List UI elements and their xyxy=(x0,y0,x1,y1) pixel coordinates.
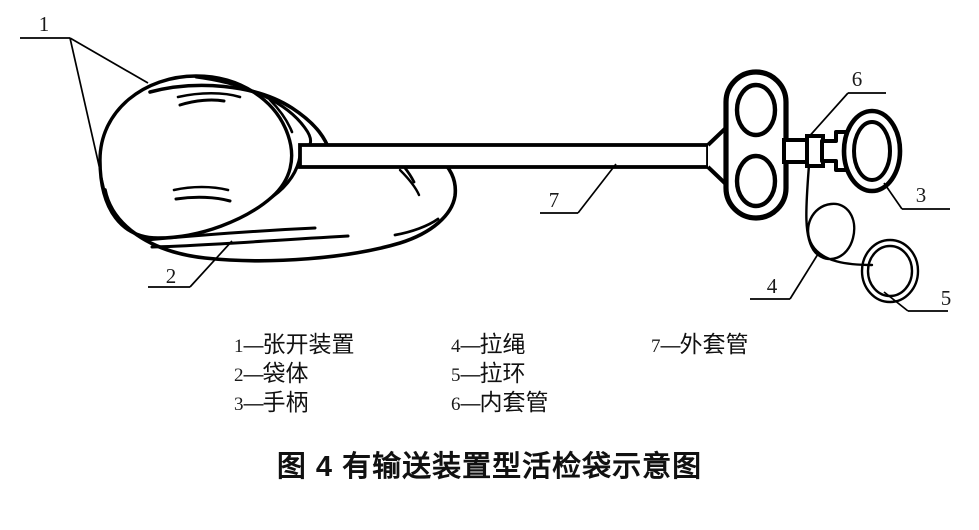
bag-drawstring-upper xyxy=(144,226,317,242)
callout-number-1: 1 xyxy=(39,12,50,36)
bag-crease-lower-right xyxy=(393,217,440,237)
legend-column-1: 1—张开装置 2—袋体 3—手柄 xyxy=(234,330,355,417)
leader-3-diagonal xyxy=(883,182,903,210)
legend-entry-dash: — xyxy=(243,335,264,357)
legend-entry-number: 1 xyxy=(234,336,244,357)
callout-number-4: 4 xyxy=(767,274,778,298)
legend-entry-label: 拉绳 xyxy=(479,331,526,357)
legend-entry: 6—内套管 xyxy=(451,388,549,417)
legend-entry-number: 7 xyxy=(651,336,661,357)
pull-ring-group xyxy=(860,238,920,304)
legend-entry-number: 3 xyxy=(234,394,244,415)
bag-crease-right-3 xyxy=(398,168,421,197)
outer-sheath-shaft xyxy=(298,143,710,169)
handle-finger-loop-lower xyxy=(734,153,778,209)
leader-7-diagonal xyxy=(577,163,617,214)
bag-outline xyxy=(98,74,294,240)
legend-column-2: 4—拉绳 5—拉环 6—内套管 xyxy=(451,330,549,417)
callout-number-5: 5 xyxy=(941,286,952,310)
bag-crease-mid-1 xyxy=(172,185,230,192)
bag-crease-right-1 xyxy=(268,98,294,134)
callout-number-2: 2 xyxy=(166,264,177,288)
legend-entry-label: 手柄 xyxy=(262,389,309,415)
outer-sheath-tube xyxy=(298,143,710,169)
legend-entry-label: 内套管 xyxy=(479,389,549,415)
callout-number-7: 7 xyxy=(549,188,560,212)
pull-ring-inner xyxy=(866,244,914,298)
leader-6-diagonal xyxy=(805,92,849,141)
legend-entry-dash: — xyxy=(243,393,264,415)
bag-crease-top-1 xyxy=(176,91,242,99)
callout-numbers: 1 2 3 4 5 6 7 xyxy=(39,12,952,310)
callout-number-6: 6 xyxy=(852,67,863,91)
leader-2-diagonal xyxy=(189,240,233,288)
legend-entry-label: 张开装置 xyxy=(262,331,355,357)
leader-4-diagonal xyxy=(789,253,819,300)
legend-entry: 4—拉绳 xyxy=(451,330,549,359)
legend: 1—张开装置 2—袋体 3—手柄 4—拉绳 5—拉环 6—内套管 7—外套管 xyxy=(0,330,979,422)
legend-entry-label: 拉环 xyxy=(479,360,526,386)
legend-entry-dash: — xyxy=(243,364,264,386)
bag-upper-fold xyxy=(148,83,332,154)
bag-drawstring-lower xyxy=(150,234,350,249)
pull-cord-path xyxy=(805,163,874,267)
callout-number-3: 3 xyxy=(916,183,927,207)
leader-1-branch-lower xyxy=(69,37,106,193)
legend-entry-number: 4 xyxy=(451,336,461,357)
legend-entry-dash: — xyxy=(460,335,481,357)
legend-entry: 7—外套管 xyxy=(651,330,749,359)
leader-5-diagonal xyxy=(883,291,909,312)
handle-finger-loop-upper xyxy=(734,82,778,138)
leader-1-branch-upper xyxy=(69,37,149,84)
handle-group xyxy=(706,69,810,221)
legend-entry-label: 外套管 xyxy=(679,331,749,357)
legend-column-3: 7—外套管 xyxy=(651,330,749,359)
legend-entry-dash: — xyxy=(460,393,481,415)
legend-entry-number: 6 xyxy=(451,394,461,415)
legend-entry-dash: — xyxy=(460,364,481,386)
bag-crease-top-2 xyxy=(178,98,226,107)
figure-caption: 图 4 有输送装置型活检袋示意图 xyxy=(0,443,979,485)
legend-entry-number: 5 xyxy=(451,365,461,386)
legend-entry-number: 2 xyxy=(234,365,244,386)
legend-entry: 1—张开装置 xyxy=(234,330,355,359)
legend-entry-dash: — xyxy=(660,335,681,357)
legend-entry: 5—拉环 xyxy=(451,359,549,388)
legend-entry-label: 袋体 xyxy=(262,360,309,386)
bag-lower-sweep xyxy=(103,155,458,263)
leader-lines xyxy=(20,37,950,312)
thumb-ring-group xyxy=(841,108,903,194)
bag-upper-fold-inner xyxy=(194,75,313,154)
pull-cord-group xyxy=(805,163,874,267)
figure-caption-text: 图 4 有输送装置型活检袋示意图 xyxy=(276,451,703,483)
legend-entry: 3—手柄 xyxy=(234,388,355,417)
legend-entry: 2—袋体 xyxy=(234,359,355,388)
thumb-ring-inner xyxy=(852,120,892,182)
pull-ring-outer xyxy=(860,238,920,304)
handle-right-neck xyxy=(782,138,810,164)
bag-crease-mid-2 xyxy=(174,195,232,203)
